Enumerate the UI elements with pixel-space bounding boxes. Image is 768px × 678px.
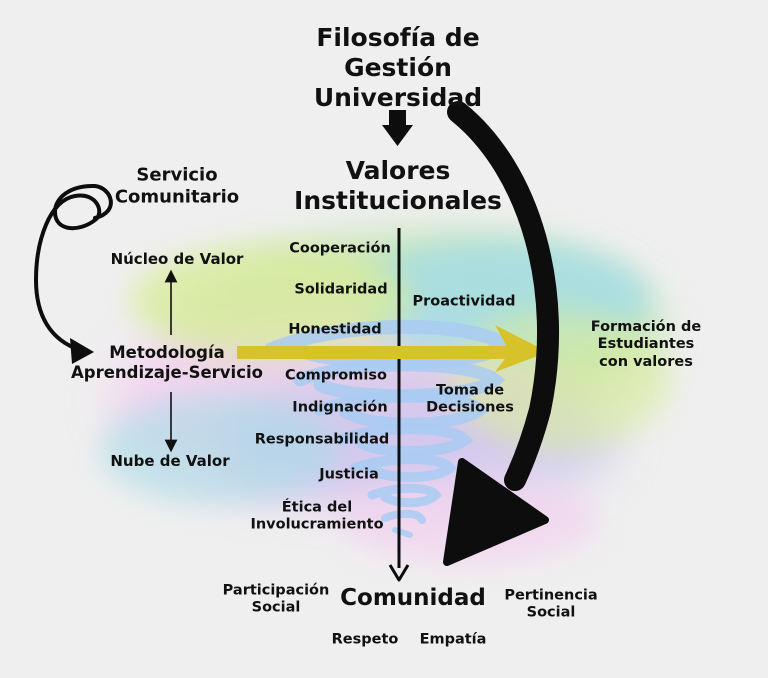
value-compromiso: Compromiso [285,367,387,384]
pertinencia-social: Pertinencia Social [504,587,598,621]
nube-de-valor: Nube de Valor [110,452,230,470]
curved-black-arrow [447,101,560,491]
servicio-comunitario: Servicio Comunitario [114,164,240,207]
nucleo-de-valor: Núcleo de Valor [110,250,244,268]
value-honestidad: Honestidad [288,321,382,338]
loop-arrow [33,183,113,352]
value-etica-del-involucramiento: Ética del Involucramiento [250,499,384,533]
title-down-arrow [382,110,413,146]
yellow-arrow [237,325,548,372]
proactividad: Proactividad [412,293,516,310]
empatia: Empatía [419,631,487,648]
curved-black-arrowhead [443,458,549,566]
comunidad: Comunidad [340,585,486,612]
respeto: Respeto [331,631,399,648]
value-justicia: Justicia [319,466,379,483]
value-indignacion: Indignación [292,399,388,416]
value-cooperacion: Cooperación [289,240,391,257]
value-responsabilidad: Responsabilidad [254,431,390,448]
formacion-de-estudiantes: Formación de Estudiantes con valores [590,318,702,370]
tornado-swirl [263,319,518,538]
toma-de-decisiones: Toma de Decisiones [426,382,514,416]
participacion-social: Participación Social [222,582,330,616]
loop-arrowhead [70,338,94,364]
value-solidaridad: Solidaridad [294,281,388,298]
title: Filosofía de Gestión Universidad [313,23,483,112]
values-heading: Valores Institucionales [294,156,502,215]
metodologia-aprendizaje-servicio: Metodología Aprendizaje-Servicio [71,343,263,382]
vertical-axis-arrowhead [388,564,410,582]
